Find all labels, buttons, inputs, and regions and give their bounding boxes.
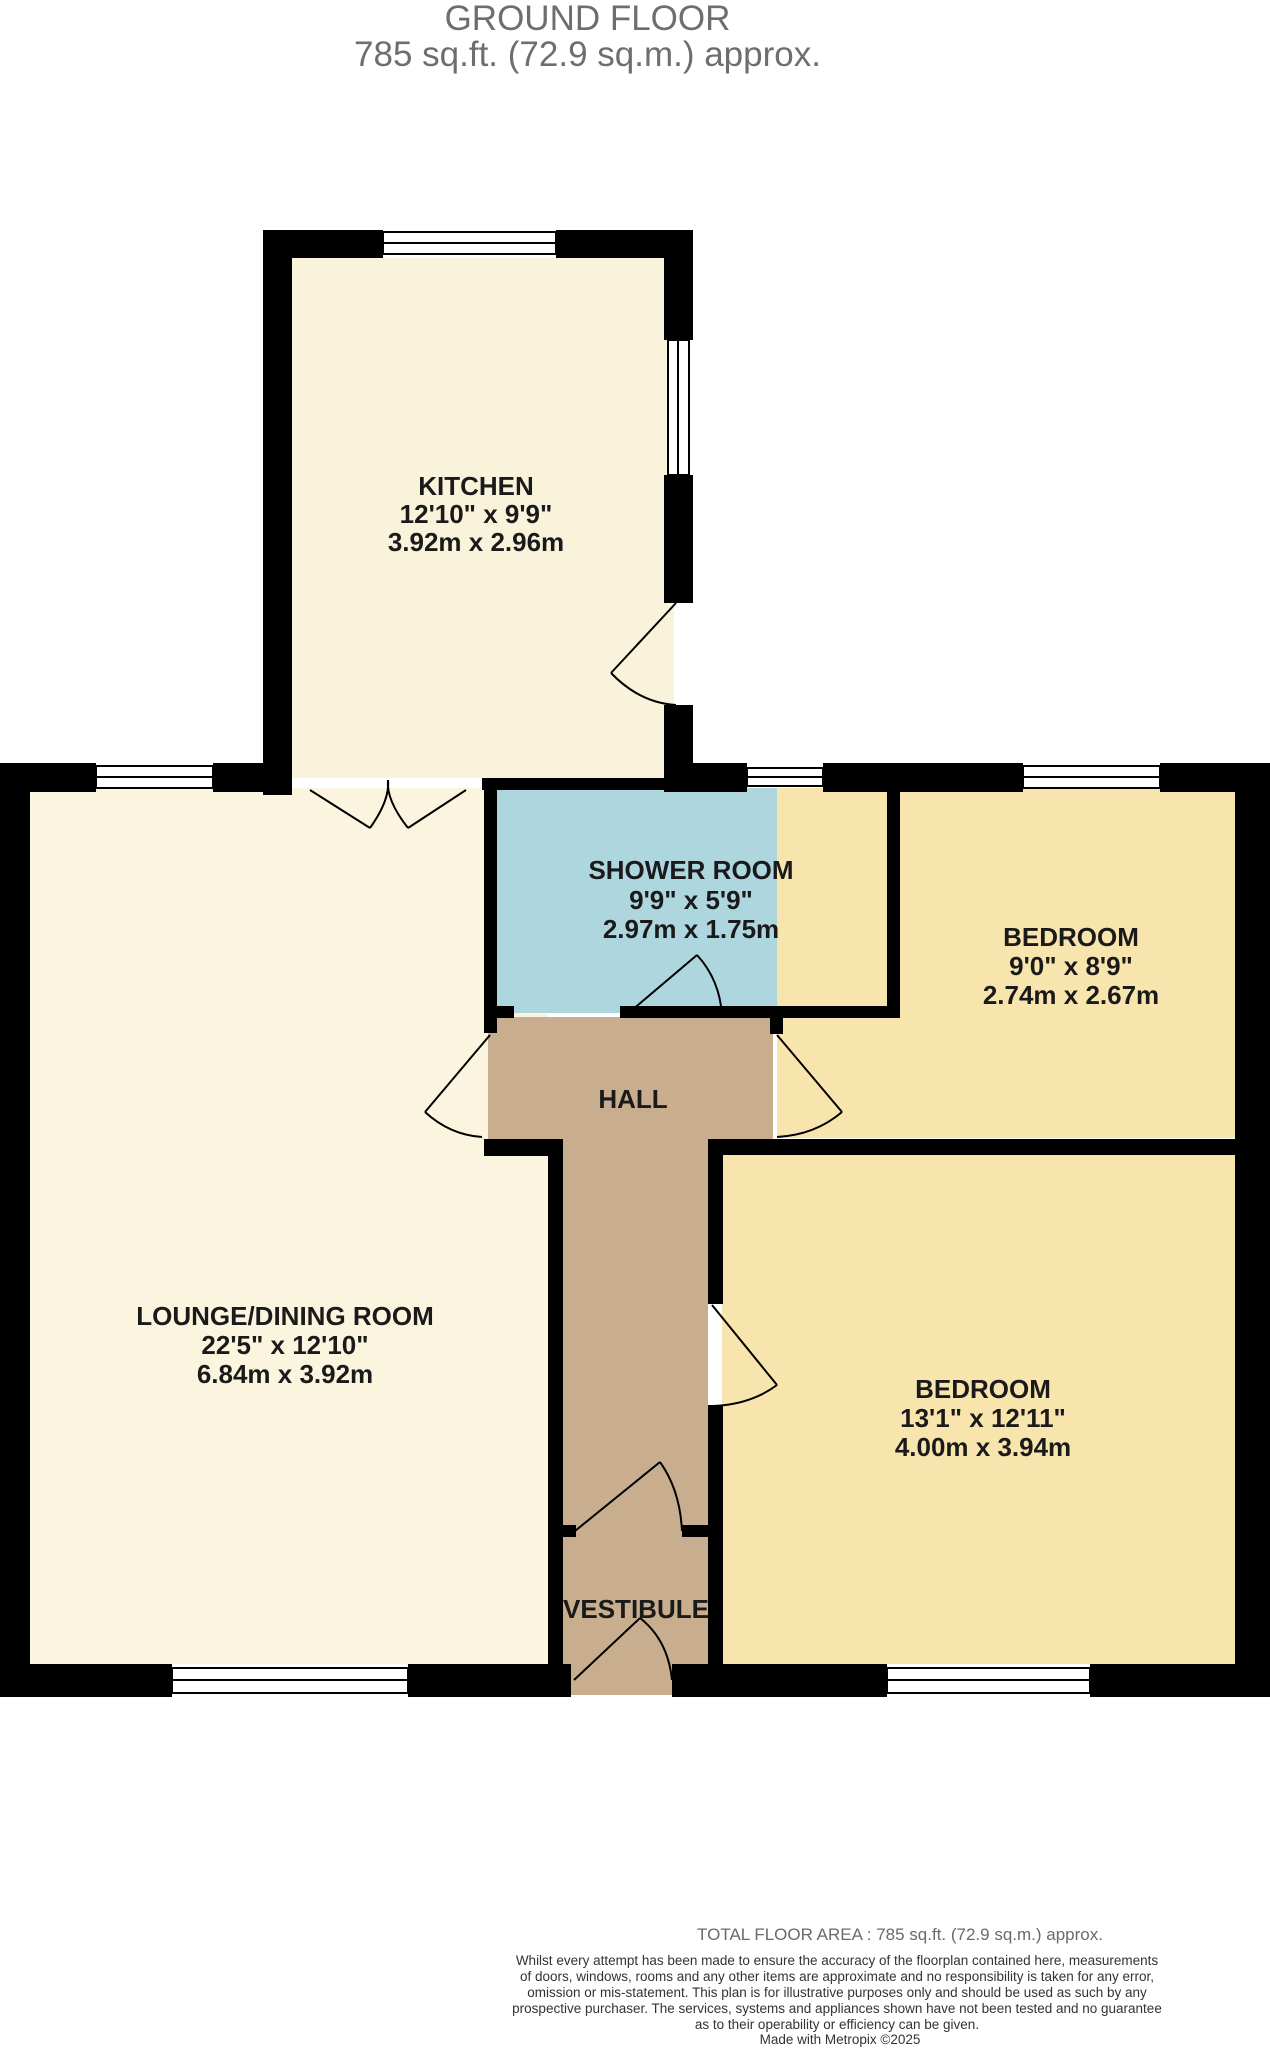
bedroom-large-name: BEDROOM bbox=[915, 1374, 1051, 1404]
label-kitchen: KITCHEN 12'10" x 9'9" 3.92m x 2.96m bbox=[388, 471, 564, 557]
disclaimer-line: of doors, windows, rooms and any other i… bbox=[519, 1969, 1155, 1984]
kitchen-name: KITCHEN bbox=[418, 471, 534, 501]
hall-floor bbox=[488, 1017, 773, 1139]
shower-metric: 2.97m x 1.75m bbox=[603, 914, 779, 944]
label-vestibule: VESTIBULE bbox=[563, 1594, 709, 1624]
vestibule-name: VESTIBULE bbox=[563, 1594, 709, 1624]
label-shower-room: SHOWER ROOM 9'9" x 5'9" 2.97m x 1.75m bbox=[588, 855, 793, 944]
disclaimer-line: as to their operability or efficiency ca… bbox=[694, 2017, 980, 2032]
floor-title: GROUND FLOOR bbox=[444, 0, 731, 38]
disclaimer-line: omission or mis-statement. This plan is … bbox=[527, 1985, 1147, 2000]
floor-area: 785 sq.ft. (72.9 sq.m.) approx. bbox=[354, 35, 821, 74]
bedroom-large-metric: 4.00m x 3.94m bbox=[895, 1432, 1071, 1462]
bedroom-small-name: BEDROOM bbox=[1003, 922, 1139, 952]
bedroom-large-floor bbox=[722, 1152, 1235, 1664]
disclaimer-line: Whilst every attempt has been made to en… bbox=[515, 1953, 1159, 1968]
disclaimer-line: prospective purchaser. The services, sys… bbox=[512, 2001, 1162, 2016]
bedroom-large-imperial: 13'1" x 12'11" bbox=[900, 1403, 1066, 1433]
doors bbox=[309, 602, 843, 1681]
total-floor-area: TOTAL FLOOR AREA : 785 sq.ft. (72.9 sq.m… bbox=[697, 1925, 1103, 1944]
shower-imperial: 9'9" x 5'9" bbox=[629, 885, 753, 915]
made-with-credit: Made with Metropix ©2025 bbox=[759, 2032, 921, 2047]
lounge-name: LOUNGE/DINING ROOM bbox=[136, 1301, 434, 1331]
floor-plan: KITCHEN 12'10" x 9'9" 3.92m x 2.96m SHOW… bbox=[0, 230, 1270, 1697]
shower-name: SHOWER ROOM bbox=[588, 855, 793, 885]
lounge-floor bbox=[30, 788, 548, 1664]
kitchen-floor bbox=[292, 258, 674, 778]
kitchen-imperial: 12'10" x 9'9" bbox=[400, 499, 553, 529]
bedroom-small-floor bbox=[777, 788, 1235, 1138]
disclaimer: Whilst every attempt has been made to en… bbox=[487, 1953, 1187, 2033]
walls bbox=[0, 230, 1270, 1697]
hall-name: HALL bbox=[598, 1084, 667, 1114]
label-lounge: LOUNGE/DINING ROOM 22'5" x 12'10" 6.84m … bbox=[136, 1301, 434, 1389]
lounge-imperial: 22'5" x 12'10" bbox=[201, 1330, 368, 1360]
windows bbox=[95, 231, 1161, 1694]
bedroom-small-metric: 2.74m x 2.67m bbox=[983, 980, 1159, 1010]
lounge-metric: 6.84m x 3.92m bbox=[197, 1359, 373, 1389]
kitchen-metric: 3.92m x 2.96m bbox=[388, 527, 564, 557]
label-hall: HALL bbox=[598, 1084, 667, 1114]
bedroom-small-imperial: 9'0" x 8'9" bbox=[1009, 951, 1133, 981]
label-bedroom-large: BEDROOM 13'1" x 12'11" 4.00m x 3.94m bbox=[895, 1374, 1071, 1462]
label-bedroom-small: BEDROOM 9'0" x 8'9" 2.74m x 2.67m bbox=[983, 922, 1159, 1010]
